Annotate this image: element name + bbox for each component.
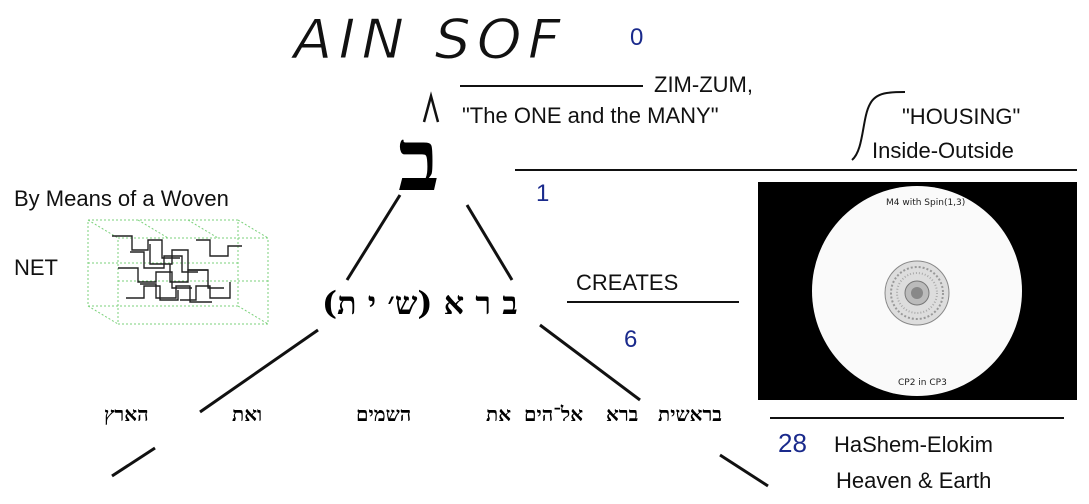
number-twenty-eight: 28: [778, 428, 807, 458]
heaven-earth-label: Heaven & Earth: [836, 468, 992, 493]
inside-outside-label: Inside-Outside: [872, 138, 1014, 163]
housing-curve: [851, 91, 906, 161]
number-six: 6: [624, 326, 638, 353]
creates-label: CREATES: [576, 270, 679, 295]
spin-disc: [812, 186, 1022, 396]
hebrew-bara-shit: ב ר א (ש׳ י ת): [322, 284, 518, 322]
spin-center-graphic: [884, 260, 950, 326]
zimzum-label: ZIM-ZUM,: [654, 72, 753, 97]
triangle-left-lower: [199, 328, 319, 414]
number-zero: 0: [630, 24, 644, 51]
triangle-right-upper: [465, 204, 514, 281]
extension-right: [719, 453, 769, 488]
hebrew-bet: ב: [398, 110, 440, 211]
hebrew-word-veet: ואת: [232, 402, 263, 426]
hebrew-word-bereshit: בראשית: [658, 402, 722, 426]
woven-label: By Means of a Woven: [14, 186, 229, 211]
title-ain-sof: AIN SOF: [293, 8, 567, 72]
extension-left: [111, 446, 156, 478]
net-label: NET: [14, 255, 58, 280]
triangle-left-upper: [345, 194, 402, 281]
hebrew-word-et: את: [486, 402, 512, 426]
hebrew-word-hashamayim: השמים: [356, 402, 412, 426]
hebrew-word-bara: ברא: [606, 402, 639, 426]
hebrew-word-haaretz: הארץ: [104, 402, 149, 426]
number-one: 1: [536, 180, 550, 207]
spin-panel: M4 with Spin(1,3) CP2 in CP3: [758, 182, 1077, 400]
woven-net-graphic: [87, 219, 269, 325]
caret-mark: [422, 91, 440, 123]
housing-label: "HOUSING": [902, 104, 1021, 129]
triangle-right-lower: [539, 323, 641, 402]
hebrew-word-elokim: אל־הים: [524, 402, 584, 426]
one-and-many-label: "The ONE and the MANY": [462, 103, 719, 128]
panel-top-caption: M4 with Spin(1,3): [886, 198, 966, 208]
panel-bottom-caption: CP2 in CP3: [898, 378, 947, 388]
hashem-label: HaShem-Elokim: [834, 432, 993, 457]
